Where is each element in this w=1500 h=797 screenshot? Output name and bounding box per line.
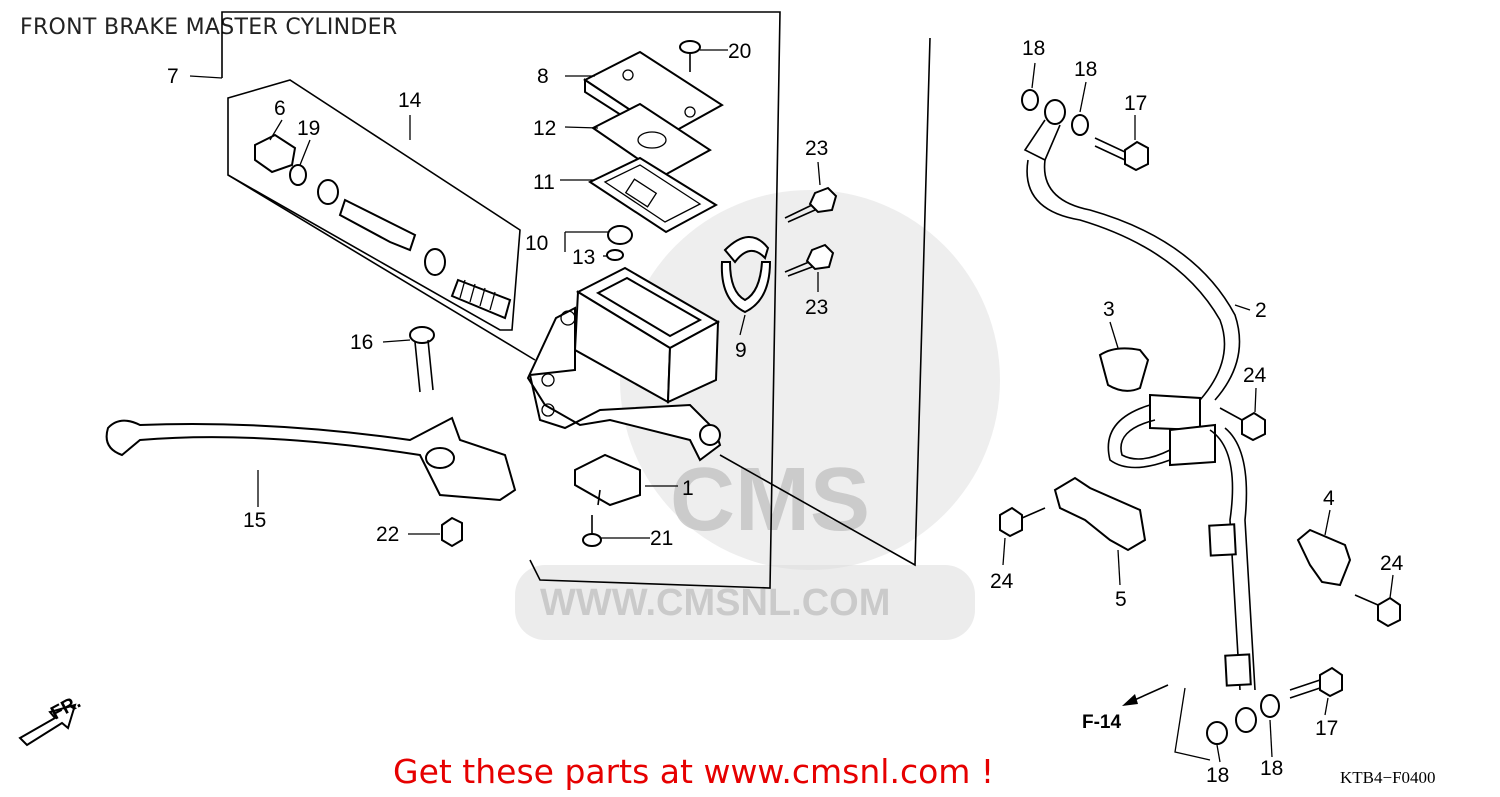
callout-15: 15 (243, 509, 266, 532)
leader-lines (189, 49, 1394, 763)
clamp-bolt-24-upper (1219, 407, 1266, 442)
brake-light-switch (574, 453, 641, 507)
callout-5: 5 (1115, 588, 1127, 611)
watermark-url: WWW.CMSNL.COM (540, 582, 890, 624)
diaphragm (587, 156, 718, 234)
callout-7: 7 (167, 65, 179, 88)
page-title: FRONT BRAKE MASTER CYLINDER (20, 15, 398, 40)
callout-21: 21 (650, 527, 673, 550)
promo-link[interactable]: Get these parts at www.cmsnl.com ! (393, 752, 995, 791)
front-direction-indicator: FR. (18, 692, 84, 747)
callout-9: 9 (735, 339, 747, 362)
callout-8: 8 (537, 65, 549, 88)
clamp-holder (720, 236, 772, 314)
callout-19: 19 (297, 117, 320, 140)
diagram-code: KTB4−F0400 (1340, 768, 1436, 787)
callout-3: 3 (1103, 298, 1115, 321)
hose-clamp-4 (1296, 528, 1352, 587)
callout-18-top-2: 18 (1074, 58, 1097, 81)
guide-bolt-24 (999, 506, 1046, 538)
callout-1: 1 (682, 477, 694, 500)
watermark: CMS WWW.CMSNL.COM (515, 190, 1000, 640)
callout-23-top: 23 (805, 137, 828, 160)
holder-bolt-upper (784, 186, 838, 223)
brake-hose-lower (1208, 427, 1256, 691)
holder-bolt-lower (784, 243, 835, 277)
three-way-joint (1107, 393, 1216, 469)
section-ref-label: F-14 (1082, 712, 1122, 733)
callout-17-bottom: 17 (1315, 717, 1338, 740)
callout-13: 13 (572, 246, 595, 269)
callout-16: 16 (350, 331, 373, 354)
hose-guide-5 (1053, 476, 1147, 552)
callout-20: 20 (728, 40, 751, 63)
callout-11: 11 (533, 171, 555, 194)
callout-18-bottom-1: 18 (1206, 764, 1229, 787)
brake-lever (105, 416, 517, 502)
callout-14: 14 (398, 89, 422, 112)
oil-bolt-bottom (1289, 666, 1343, 699)
sealing-washer-top-1 (1021, 89, 1039, 111)
sealing-washer-bottom-2 (1260, 694, 1280, 718)
callout-17-top: 17 (1124, 92, 1147, 115)
float-set (606, 225, 633, 261)
oil-bolt-top (1094, 137, 1149, 172)
section-reference: F-14 (1082, 684, 1169, 733)
hose-banjo-bottom (1235, 707, 1257, 733)
pivot-nut (441, 516, 463, 548)
watermark-logo: CMS (670, 450, 870, 550)
callout-24-left: 24 (990, 570, 1014, 593)
cap-screw (679, 40, 701, 72)
hose-clamp-3 (1098, 347, 1150, 392)
sealing-washer-top-2 (1071, 114, 1089, 136)
callouts: 1 2 3 4 5 6 7 8 9 10 11 12 13 14 15 16 1… (167, 37, 1404, 787)
brake-hose-upper (1026, 159, 1241, 401)
callout-24-upper: 24 (1243, 364, 1267, 387)
callout-12: 12 (533, 117, 556, 140)
callout-6: 6 (274, 97, 286, 120)
callout-24-right: 24 (1380, 552, 1404, 575)
callout-4: 4 (1323, 487, 1335, 510)
callout-2: 2 (1255, 299, 1267, 322)
piston-set (254, 133, 512, 320)
callout-18-bottom-2: 18 (1260, 757, 1283, 780)
clamp-bolt-24-lower (1354, 594, 1401, 628)
switch-screw (582, 515, 602, 547)
lever-pivot-bolt (409, 326, 435, 393)
callout-23-bottom: 23 (805, 296, 828, 319)
sealing-washer-bottom-1 (1206, 721, 1228, 745)
callout-18-top-1: 18 (1022, 37, 1045, 60)
callout-10: 10 (525, 232, 548, 255)
hose-banjo-top (1023, 99, 1066, 162)
master-cylinder-body (526, 266, 722, 462)
callout-22: 22 (376, 523, 399, 546)
